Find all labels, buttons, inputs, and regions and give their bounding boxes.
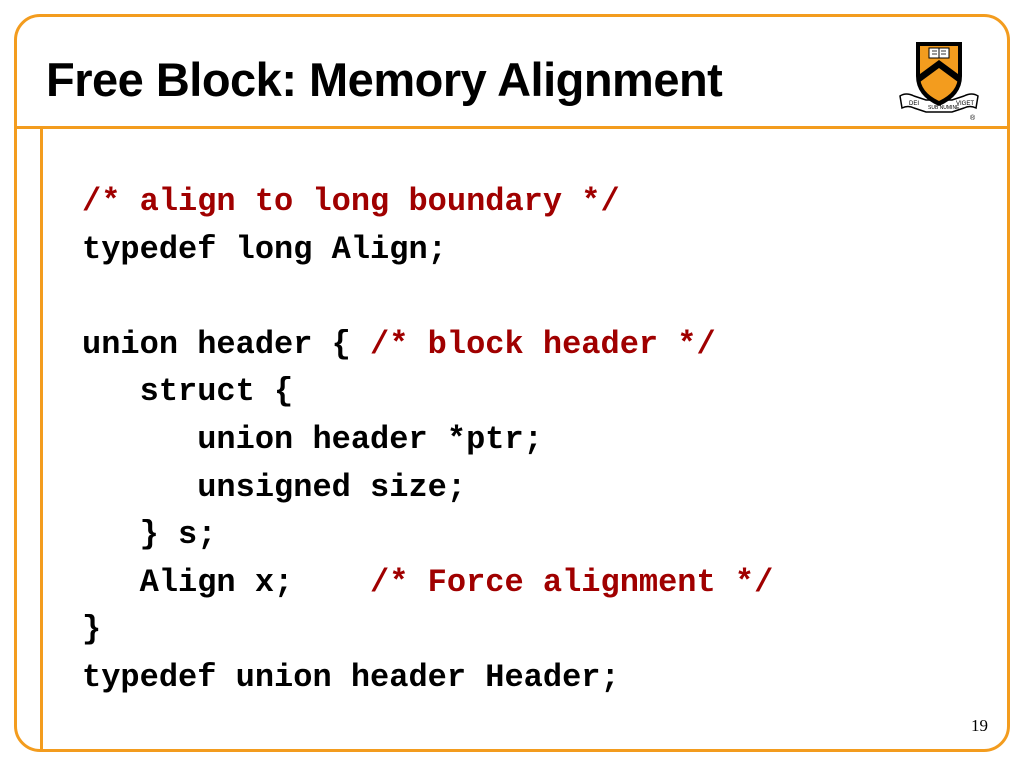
code-line-8: } s; xyxy=(82,516,217,554)
princeton-shield-logo-icon: DEI SUB NUMINE VIGET ® xyxy=(899,42,979,122)
code-comment: /* Force alignment */ xyxy=(370,563,774,601)
code-comment: /* align to long boundary */ xyxy=(82,183,620,220)
code-line-2: typedef long Align; xyxy=(82,230,447,268)
code-line-7: unsigned size; xyxy=(82,468,467,506)
logo-registered-mark: ® xyxy=(970,114,976,122)
logo-motto-right: VIGET xyxy=(956,101,974,107)
code-line-1: /* align to long boundary */ xyxy=(82,178,773,226)
code-text: Align x; xyxy=(82,563,371,601)
code-line-4: union header { /* block header */ xyxy=(82,321,773,369)
slide-frame xyxy=(14,14,1010,752)
slide-title: Free Block: Memory Alignment xyxy=(46,53,723,106)
logo-motto-left: DEI xyxy=(909,101,919,107)
code-comment: /* block header */ xyxy=(370,325,716,363)
left-margin-rule xyxy=(40,129,43,749)
code-line-10: } xyxy=(82,611,102,649)
code-line-6: union header *ptr; xyxy=(82,420,543,458)
code-line-11: typedef union header Header; xyxy=(82,658,620,696)
page-number: 19 xyxy=(971,716,988,735)
code-line-3 xyxy=(82,273,773,321)
code-line-5: struct { xyxy=(82,373,294,411)
code-text: union header { xyxy=(82,325,371,363)
code-block: /* align to long boundary */ typedef long… xyxy=(82,178,773,702)
code-line-9: Align x; /* Force alignment */ xyxy=(82,559,774,607)
logo-motto-center: SUB NUMINE xyxy=(928,105,960,111)
title-divider xyxy=(17,126,1007,129)
